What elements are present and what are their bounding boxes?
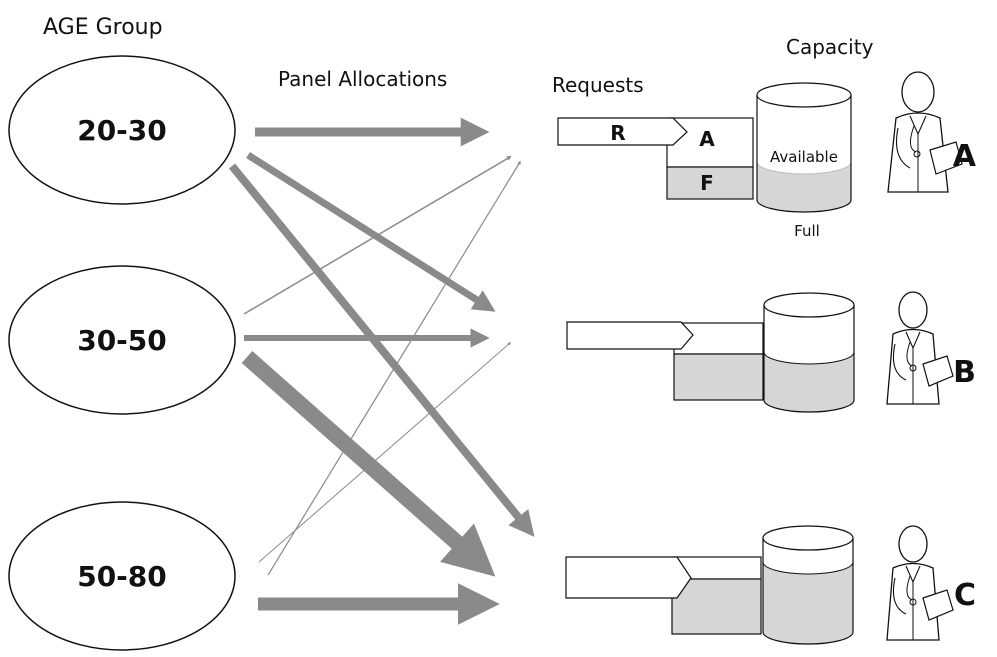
arrow-50-80-to-B [258, 342, 511, 563]
capacity-cylinder-C [762, 525, 854, 645]
arrow-30-50-to-C [241, 351, 496, 577]
arrow-20-30-to-B [246, 152, 496, 312]
request-block-C [565, 556, 762, 635]
provider-C: C [565, 525, 976, 645]
capacity-header: Capacity [786, 35, 874, 59]
capacity-cylinder-A: Available Full [756, 82, 852, 240]
provider-B: B [566, 291, 976, 413]
capacity-cylinder-B [763, 292, 855, 413]
arrow-30-50-to-A [243, 156, 512, 315]
available-label: Available [770, 148, 838, 166]
age-group-50-80: 50-80 [8, 501, 236, 651]
age-group-30-50: 30-50 [8, 265, 236, 415]
provider-label-C: C [954, 578, 976, 613]
provider-label-B: B [953, 355, 976, 390]
doctor-icon [886, 525, 954, 641]
age-group-header: AGE Group [43, 15, 163, 40]
panel-allocations-header: Panel Allocations [278, 67, 447, 91]
provider-label-A: A [953, 139, 977, 174]
full-segment-label: F [700, 171, 714, 195]
request-block-A: R A F [557, 117, 754, 200]
age-group-label: 20-30 [77, 114, 167, 147]
arrow-20-30-to-C [228, 163, 535, 537]
requests-header: Requests [552, 73, 644, 97]
allocation-arrows [228, 117, 535, 625]
age-group-20-30: 20-30 [8, 55, 236, 205]
provider-A: R A F Available Full A [557, 71, 977, 240]
available-segment-label: A [699, 127, 715, 151]
age-group-label: 30-50 [77, 324, 167, 357]
full-label: Full [794, 222, 820, 240]
request-label: R [610, 121, 625, 145]
doctor-icon [886, 291, 954, 405]
age-group-label: 50-80 [77, 560, 167, 593]
doctor-icon [887, 71, 963, 193]
request-block-B [566, 321, 764, 401]
arrow-50-80-to-A [267, 160, 521, 576]
